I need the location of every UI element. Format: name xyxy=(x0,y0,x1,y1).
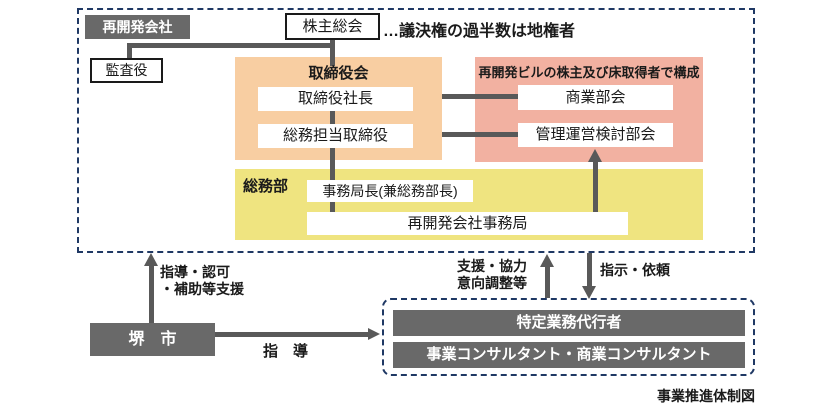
instruction-arrowhead-icon xyxy=(582,286,596,299)
connector-gad-chief xyxy=(330,148,335,180)
president-box: 取締役社長 xyxy=(258,87,413,111)
board-title: 取締役会 xyxy=(308,65,369,82)
city-guidance-label: 指 導 xyxy=(263,343,309,360)
city-guidance-arrow-shaft xyxy=(215,332,368,337)
instruction-arrow-shaft xyxy=(587,253,592,286)
connector-auditor-drop xyxy=(127,44,132,58)
voting-note: …議決権の過半数は地権者 xyxy=(383,23,576,40)
city-support-label-line2: ・補助等支援 xyxy=(160,281,244,297)
shareholders-meeting-box: 株主総会 xyxy=(285,13,380,40)
city-support-arrowhead-icon xyxy=(144,253,158,266)
city-guidance-arrowhead-icon xyxy=(368,328,380,340)
general-affairs-director-box: 総務担当取締役 xyxy=(258,124,413,148)
diagram-caption: 事業推進体制図 xyxy=(657,388,755,404)
connector-chief-secretariat xyxy=(330,202,335,212)
agents-support-label-line2: 意向調整等 xyxy=(457,275,527,291)
secretariat-to-management-arrowhead-icon xyxy=(588,149,602,162)
secretariat-box: 再開発会社事務局 xyxy=(307,212,628,235)
instruction-label: 指示・依頼 xyxy=(600,262,670,278)
agents-frame xyxy=(382,298,755,376)
city-support-arrow-shaft xyxy=(149,266,154,323)
connector-gad-management xyxy=(442,132,518,137)
commerce-council-box: 商業部会 xyxy=(518,85,673,110)
delegate-bar: 特定業務代行者 xyxy=(393,310,745,336)
consultants-bar: 事業コンサルタント・商業コンサルタント xyxy=(393,342,745,368)
agents-support-label-line1: 支援・協力 xyxy=(457,258,527,274)
city-support-label: 指導・認可 ・補助等支援 xyxy=(160,264,244,298)
company-frame xyxy=(77,8,755,253)
connector-shareholders-down xyxy=(330,40,335,66)
chief-box: 事務局長(兼総務部長) xyxy=(307,180,473,202)
general-affairs-title: 総務部 xyxy=(243,178,289,195)
management-council-box: 管理運営検討部会 xyxy=(518,123,673,147)
secretariat-to-management-arrow-shaft xyxy=(593,161,598,212)
connector-president-gad xyxy=(330,111,335,124)
councils-note: 再開発ビルの株主及び床取得者で構成 xyxy=(478,65,700,80)
agents-support-arrowhead-icon xyxy=(540,254,554,267)
auditor-box: 監査役 xyxy=(90,58,163,83)
company-tag: 再開発会社 xyxy=(85,15,190,39)
connector-president-commerce xyxy=(442,94,518,99)
city-box: 堺 市 xyxy=(90,323,215,356)
city-support-label-line1: 指導・認可 xyxy=(160,264,230,280)
agents-support-arrow-shaft xyxy=(545,267,550,298)
connector-auditor-branch xyxy=(127,43,335,48)
agents-support-label: 支援・協力 意向調整等 xyxy=(457,258,527,292)
